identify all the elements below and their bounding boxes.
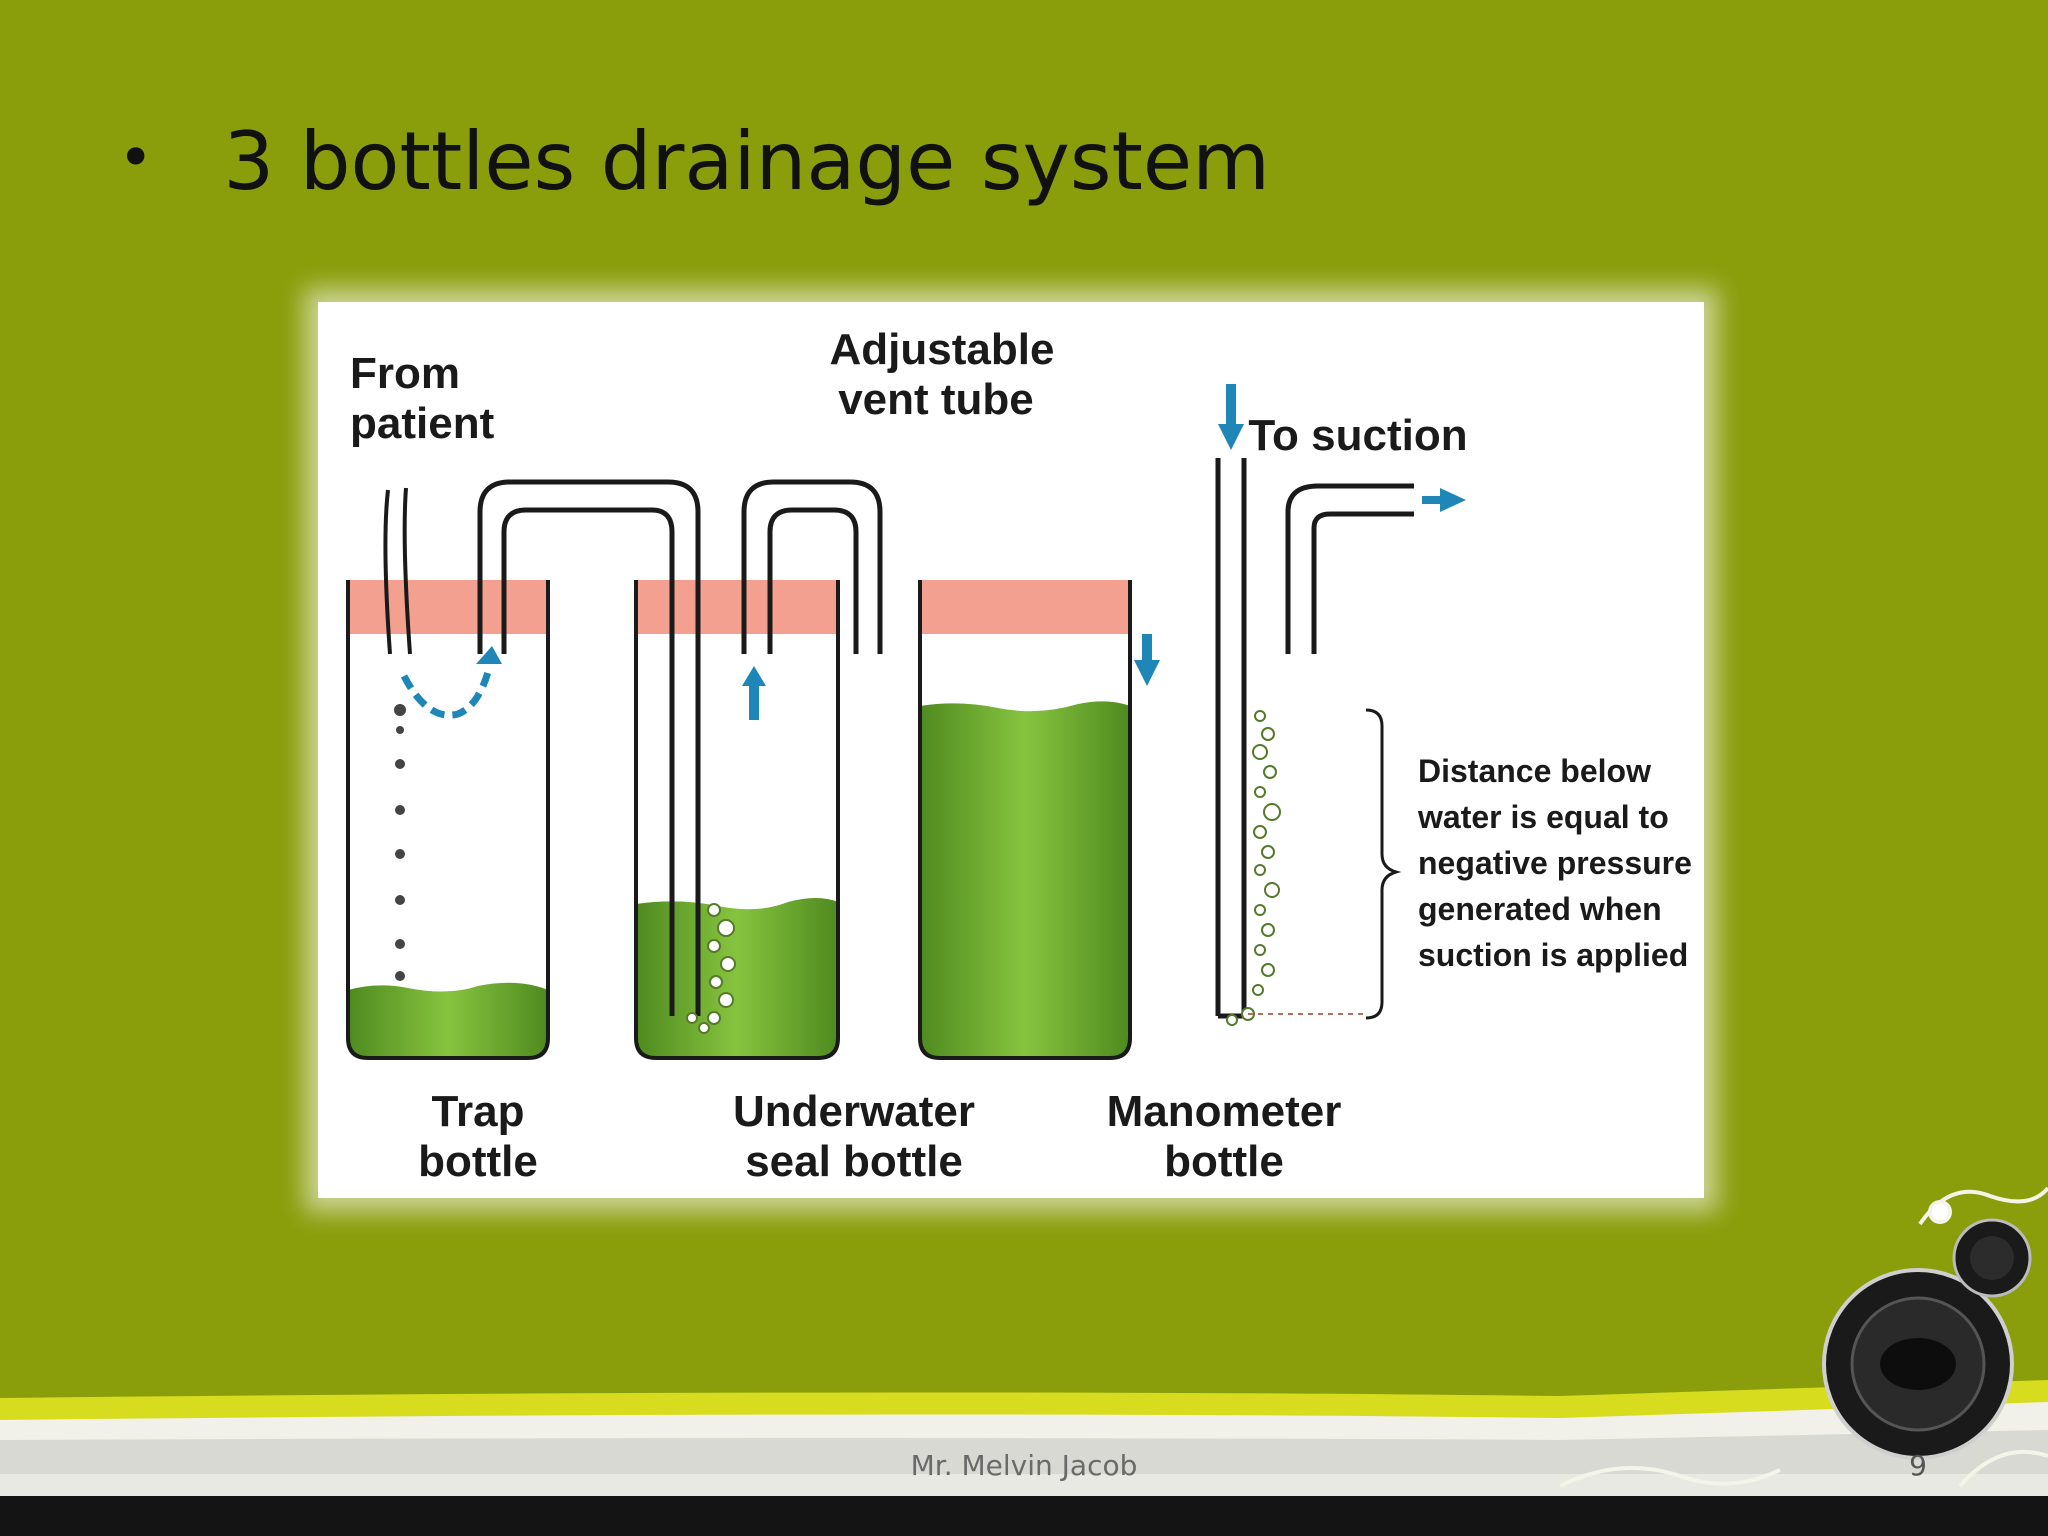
page-number: 9 [1909,1449,1927,1482]
suction-arrow-head [1440,488,1466,512]
drainage-diagram: From patient Adjustable vent tube To suc… [318,302,1704,1198]
seal-bubbles [686,903,736,1034]
label-to-suction: To suction [1248,411,1467,460]
manometer-stopper [920,580,1130,634]
floral-ornament-icon [1559,1186,2048,1488]
label-adjustable: Adjustable [830,325,1055,374]
manometer-fluid [920,701,1130,1058]
label-from: From [350,349,460,398]
suction-arrow-shaft [1422,496,1444,504]
manometer-down-arrow-shaft [1142,634,1152,664]
flow-arrows [400,384,1466,720]
seal-outline [634,580,840,1060]
note-line-4: generated when [1418,891,1662,927]
note-line-1: Distance below [1418,753,1651,789]
patient-tube [383,487,412,655]
manometer-bottle [918,580,1132,1060]
label-vent-tube: vent tube [838,375,1034,424]
label-patient: patient [350,399,495,448]
seal-up-arrow-shaft [749,682,759,720]
trap-drops [394,704,406,981]
trap-stopper [348,580,548,634]
distance-note: Distance below water is equal to negativ… [1417,753,1692,973]
label-underwater: Underwater [733,1087,975,1136]
label-manometer: Manometer [1107,1087,1342,1136]
slide-title-text: 3 bottles drainage system [223,115,1271,208]
diagram-svg: From patient Adjustable vent tube To suc… [346,325,1692,1186]
manometer-outline [918,580,1132,1060]
label-trap: Trap [432,1087,525,1136]
trap-to-seal-tube [477,479,701,1016]
trap-bottle [346,580,550,1060]
note-line-2: water is equal to [1417,799,1669,835]
vent-arrow-shaft [1226,384,1236,428]
manometer-down-arrow-head [1134,660,1160,686]
distance-bracket [1365,708,1402,1020]
trap-outline [346,580,550,1060]
seal-to-manometer-tube [741,479,883,654]
bullet-icon: • [118,123,154,193]
footer-author: Mr. Melvin Jacob [910,1449,1138,1482]
slide-title: • 3 bottles drainage system [118,122,1270,202]
seal-up-arrow-head [742,666,766,686]
suction-tube [1285,483,1414,654]
note-line-5: suction is applied [1418,937,1688,973]
label-manometer-bottle: bottle [1164,1137,1284,1186]
speaker-icon [1822,1218,2032,1460]
manometer-bubbles [1226,710,1281,1026]
label-trap-bottle: bottle [418,1137,538,1186]
label-seal-bottle: seal bottle [745,1137,963,1186]
trap-flow-arrow [400,670,492,719]
trap-arrow-head [476,646,502,664]
trap-fluid [348,982,548,1058]
vent-arrow-head [1218,424,1244,450]
note-line-3: negative pressure [1418,845,1692,881]
